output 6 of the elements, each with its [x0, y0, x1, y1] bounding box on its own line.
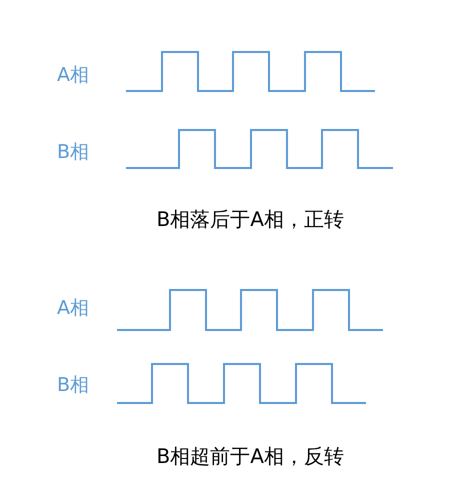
phase-label: A相 — [57, 66, 89, 84]
phase-label: B相 — [57, 376, 90, 394]
phase-label: B相 — [57, 142, 90, 162]
caption: B相超前于A相，反转 — [156, 446, 344, 466]
phase-label: A相 — [57, 298, 89, 318]
caption: B相落后于A相，正转 — [156, 209, 344, 229]
